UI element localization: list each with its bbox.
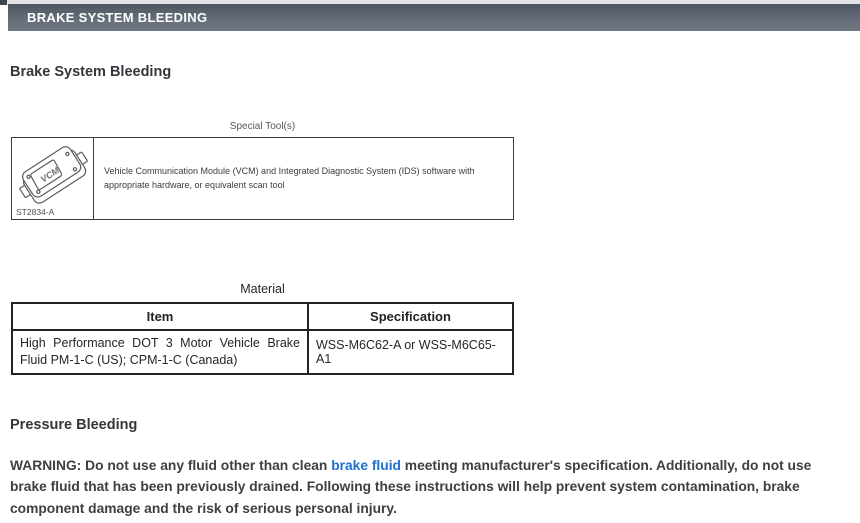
column-header-specification: Specification	[307, 302, 514, 331]
warning-paragraph: WARNING: Do not use any fluid other than…	[10, 455, 851, 520]
brake-fluid-link[interactable]: brake fluid	[331, 457, 401, 473]
section-header-bar[interactable]: BRAKE SYSTEM BLEEDING	[8, 4, 860, 31]
material-item-cell: High Performance DOT 3 Motor Vehicle Bra…	[11, 329, 309, 375]
subsection-title: Pressure Bleeding	[10, 416, 138, 433]
section-header-title: BRAKE SYSTEM BLEEDING	[27, 10, 208, 25]
table-row: VCM ST2834-A Vehicle Communication Modul…	[11, 137, 514, 220]
material-caption: Material	[240, 282, 285, 296]
table-row: High Performance DOT 3 Motor Vehicle Bra…	[11, 329, 514, 375]
special-tools-table: VCM ST2834-A Vehicle Communication Modul…	[11, 137, 514, 220]
material-spec-cell: WSS-M6C62-A or WSS-M6C65-A1	[307, 329, 514, 375]
tool-id-label: ST2834-A	[16, 207, 55, 217]
page-title: Brake System Bleeding	[10, 64, 172, 80]
table-header-row: Item Specification	[11, 302, 514, 331]
column-header-item: Item	[11, 302, 309, 331]
top-chrome-strip	[0, 0, 860, 4]
warning-text-suffix: meeting manufacturer's specification. Ad…	[10, 457, 812, 516]
special-tools-caption: Special Tool(s)	[229, 121, 296, 132]
material-table: Item Specification High Performance DOT …	[11, 302, 514, 375]
vcm-scan-tool-icon: VCM	[18, 146, 88, 204]
top-left-corner-fragment	[0, 0, 7, 5]
tool-image-cell: VCM ST2834-A	[11, 137, 94, 220]
warning-text-prefix: WARNING: Do not use any fluid other than…	[10, 457, 332, 473]
page-content: Brake System Bleeding Special Tool(s)	[0, 31, 860, 519]
tool-description-cell: Vehicle Communication Module (VCM) and I…	[93, 137, 514, 220]
